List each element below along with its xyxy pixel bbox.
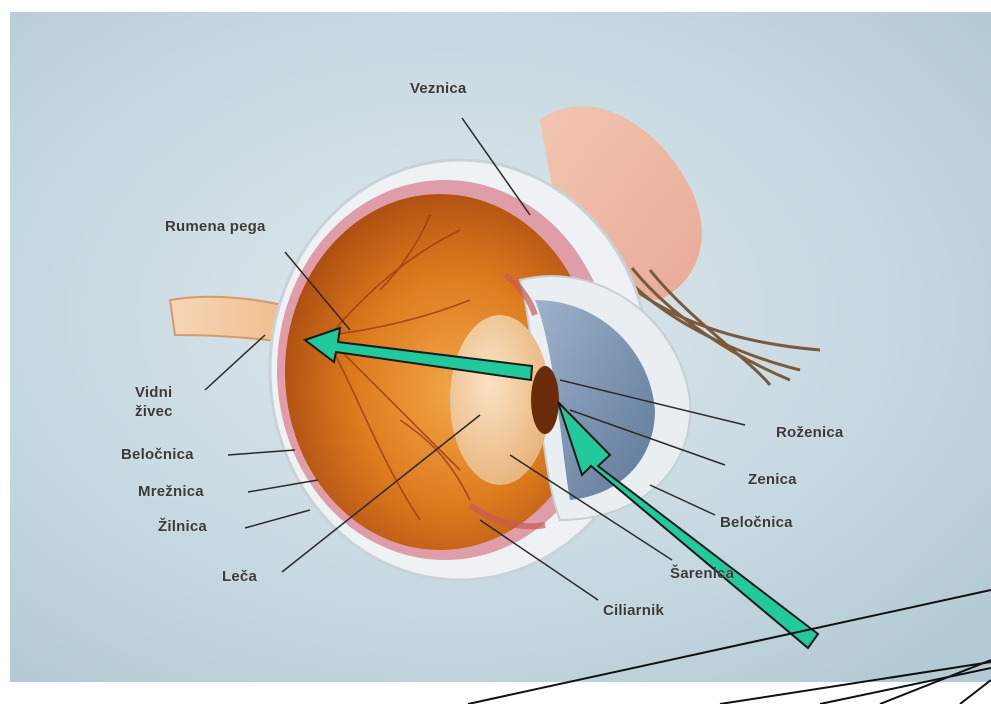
label-zilnica: Žilnica (158, 518, 207, 535)
label-leca: Leča (222, 568, 257, 585)
label-rumena-pega: Rumena pega (165, 218, 266, 235)
label-belocnica-right: Beločnica (720, 514, 793, 531)
pupil (531, 366, 559, 434)
label-vidni-zivec: Vidni živec (135, 383, 173, 421)
label-veznica: Veznica (410, 80, 466, 97)
label-zenica: Zenica (748, 471, 797, 488)
label-sarenica: Šarenica (670, 565, 734, 582)
label-mreznica: Mrežnica (138, 483, 204, 500)
label-ciliarnik: Ciliarnik (603, 602, 664, 619)
label-rozenica: Roženica (776, 424, 843, 441)
label-belocnica-left: Beločnica (121, 446, 194, 463)
